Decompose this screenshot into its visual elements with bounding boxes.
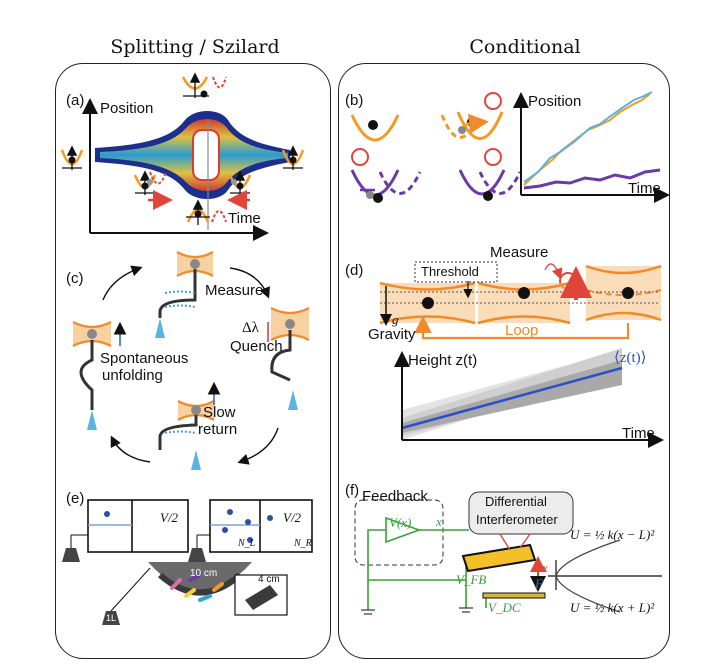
- panel-c-measure: Measure: [205, 282, 264, 299]
- panel-c-spontaneous: Spontaneous: [100, 350, 189, 367]
- panel-f-vdc: V_DC: [488, 600, 521, 615]
- panel-a-xlabel: Time: [228, 210, 261, 227]
- panel-f-force: F: [535, 576, 543, 591]
- panel-e-graphic: [62, 499, 313, 625]
- panel-d-height: Height z(t): [408, 352, 478, 369]
- panel-b-xlabel: Time: [628, 180, 661, 197]
- right-panel-frame: [338, 63, 670, 659]
- panel-e-v2-left: V/2: [160, 510, 179, 525]
- panel-f-interferometer-1: Differential: [485, 494, 547, 509]
- column-title-left: Splitting / Szilard: [110, 36, 280, 58]
- panel-a-tag: (a): [66, 92, 85, 109]
- panel-c-quench: Quench: [230, 338, 283, 355]
- panel-b-tag: (b): [345, 92, 364, 109]
- panel-f-x-cantilever: x: [542, 560, 548, 575]
- panel-b-ylabel: Position: [528, 93, 582, 110]
- panel-c-tag: (c): [66, 270, 84, 287]
- panel-c-return: return: [198, 421, 238, 438]
- panel-f-potential-bottom: U = ½ k(x + L)²: [570, 600, 655, 615]
- panel-f-x-label: x: [436, 514, 442, 529]
- panel-f-vfb: V_FB: [456, 572, 487, 587]
- panel-d-measure: Measure: [490, 244, 549, 261]
- panel-e-10cm: 10 cm: [190, 568, 218, 579]
- panel-f-interferometer-2: Interferometer: [476, 512, 558, 527]
- panel-f-vx: V(x): [389, 515, 412, 530]
- left-panel-frame: [55, 63, 331, 659]
- panel-f-feedback: Feedback: [362, 488, 428, 505]
- panel-d-g: g: [392, 312, 399, 327]
- panel-d-graphic: [379, 261, 664, 448]
- panel-e-4cm: 4 cm: [258, 574, 280, 585]
- panel-a-ylabel: Position: [100, 100, 154, 117]
- panel-e-tag: (e): [66, 490, 85, 507]
- panel-e-v2-right: V/2: [283, 510, 302, 525]
- panel-d-time: Time: [622, 425, 655, 442]
- panel-d-gravity: Gravity: [368, 326, 416, 343]
- panel-c-delta: Δλ: [242, 320, 259, 336]
- panel-f-graphic: [354, 491, 662, 615]
- panel-d-avg: ⟨z(t)⟩: [614, 350, 647, 366]
- panel-c-unfolding: unfolding: [102, 367, 163, 384]
- panel-a-graphic: [60, 72, 305, 241]
- panel-f-tag: (f): [345, 482, 360, 499]
- panel-f-potential-top: U = ½ k(x − L)²: [570, 527, 655, 542]
- column-title-right: Conditional: [469, 36, 581, 58]
- panel-c-graphic: [72, 251, 310, 470]
- panel-e-weight: 1L: [106, 613, 117, 623]
- panel-e-nl: N_L: [238, 538, 256, 549]
- panel-d-threshold: Threshold: [421, 264, 479, 279]
- panel-d-tag: (d): [345, 262, 364, 279]
- panel-e-nr: N_R: [294, 538, 312, 549]
- panel-d-loop: Loop: [505, 322, 539, 339]
- panel-c-slow: Slow: [203, 404, 236, 421]
